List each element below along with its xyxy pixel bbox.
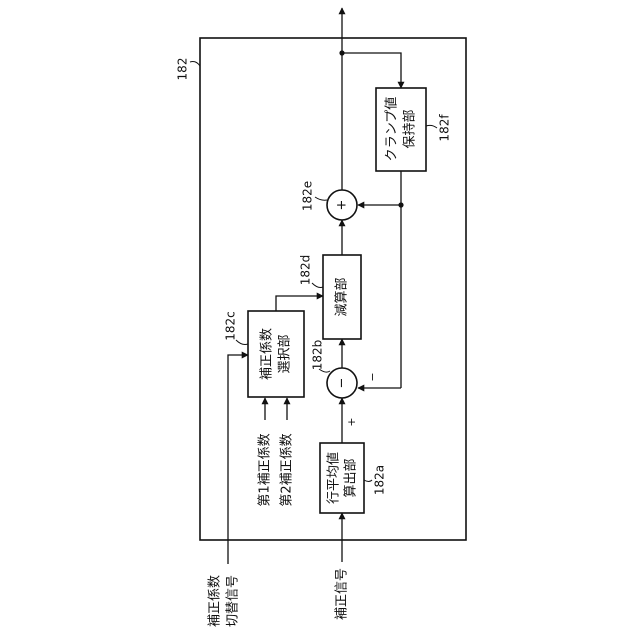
clamp-hold-line-2: 保持部 — [403, 109, 418, 148]
unit-label: 182 — [176, 58, 190, 81]
output-to-clamp-line — [342, 53, 401, 88]
subtractor-block-label: 減算部 — [334, 277, 350, 316]
add-node-symbol: + — [335, 200, 350, 211]
row-average-line-1: 行平均値 — [326, 452, 342, 504]
coef-select-ref-leader — [236, 340, 248, 345]
clamp-hold-line-1: クランプ値 — [384, 97, 400, 162]
unit-label-leader — [190, 62, 200, 67]
coef-to-subtractor-line — [276, 296, 323, 311]
row-average-line-2: 算出部 — [344, 458, 359, 497]
second-coef-label: 第2補正係数 — [280, 433, 295, 506]
row-average-ref: 182a — [373, 465, 387, 495]
coef-select-ref: 182c — [224, 311, 238, 341]
clamp-hold-ref: 182f — [438, 114, 452, 142]
subtract-plus-sign: + — [345, 417, 358, 426]
coef-switch-line — [228, 355, 248, 564]
coef-select-line-2: 選択部 — [278, 334, 293, 373]
subtractor-block-ref: 182d — [299, 255, 313, 286]
coef-select-block — [248, 311, 304, 397]
first-coef-label: 第1補正係数 — [258, 433, 273, 506]
add-node-ref: 182e — [301, 181, 315, 211]
add-node-ref-leader — [315, 197, 327, 200]
coef-switch-signal-line-1: 補正係数 — [208, 575, 223, 627]
row-average-ref-leader — [364, 480, 372, 482]
subtract-node-symbol: − — [335, 378, 350, 389]
correction-signal-label: 補正信号 — [335, 568, 350, 620]
subtractor-block-ref-leader — [312, 283, 323, 288]
clamp-hold-block — [376, 88, 426, 171]
subtract-node-ref: 182b — [311, 340, 325, 371]
clamp-hold-ref-leader — [426, 125, 437, 128]
subtract-minus-sign: − — [366, 372, 379, 381]
coef-select-line-1: 補正係数 — [260, 328, 275, 380]
coef-switch-signal-line-2: 切替信号 — [226, 575, 241, 627]
